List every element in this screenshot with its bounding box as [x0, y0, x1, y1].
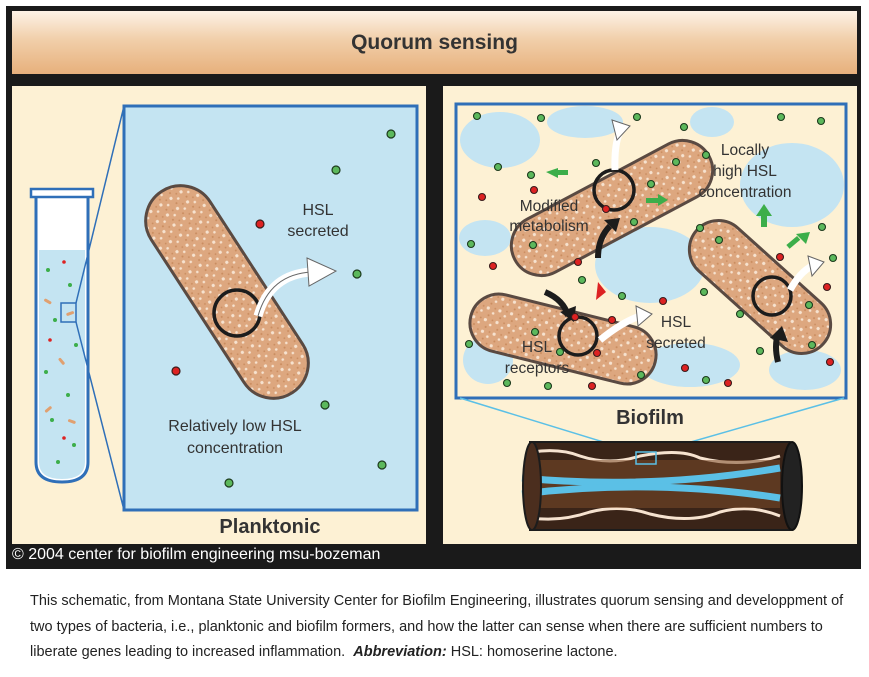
right-hsl-label-2: secreted — [646, 335, 705, 352]
locally-high-label-3: concentration — [698, 184, 791, 201]
modified-metabolism-label-2: metabolism — [509, 218, 588, 235]
modified-metabolism-label-1: Modified — [520, 198, 579, 215]
pipe-cross-section — [459, 397, 845, 531]
low-concentration-label-2: concentration — [187, 440, 283, 457]
figure-caption: This schematic, from Montana State Unive… — [30, 589, 850, 666]
planktonic-hsl-molecules — [171, 129, 396, 488]
right-hsl-label-1: HSL — [661, 314, 692, 331]
biofilm-heading: Biofilm — [616, 407, 684, 429]
planktonic-heading: Planktonic — [219, 516, 320, 538]
title-banner: Quorum sensing — [12, 11, 857, 74]
hsl-receptors-label-1: HSL — [522, 339, 553, 356]
caption-text: This schematic, from Montana State Unive… — [30, 593, 844, 660]
figure-title: Quorum sensing — [351, 30, 518, 54]
low-concentration-label-1: Relatively low HSL — [168, 418, 301, 435]
biofilm-bacteria — [468, 138, 833, 386]
abbreviation-text: HSL: homoserine lactone. — [450, 644, 618, 660]
copyright-notice: © 2004 center for biofilm engineering ms… — [12, 546, 381, 563]
locally-high-label-2: high HSL — [713, 163, 777, 180]
locally-high-label-1: Locally — [721, 142, 769, 159]
test-tube — [29, 105, 125, 511]
biofilm-hsl-molecules — [464, 111, 838, 391]
left-hsl-label-1: HSL — [302, 202, 333, 219]
abbreviation-label: Abbreviation: — [353, 644, 447, 660]
planktonic-bacterium — [144, 184, 338, 400]
biofilm-arrows — [543, 119, 825, 363]
left-hsl-label-2: secreted — [287, 223, 348, 240]
hsl-receptors-label-2: receptors — [505, 360, 570, 377]
